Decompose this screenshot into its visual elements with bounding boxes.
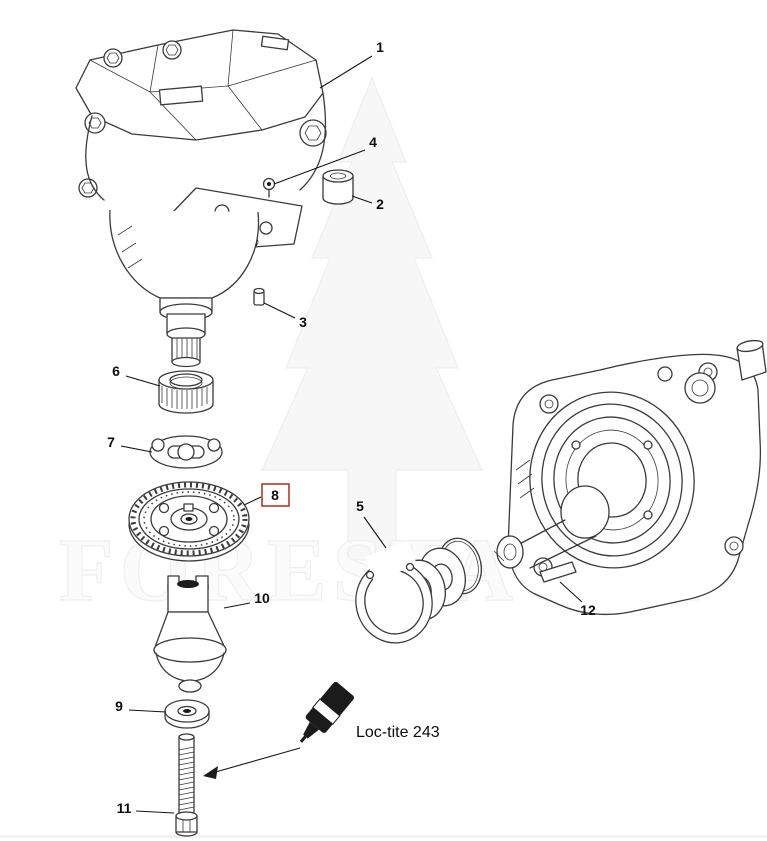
washer-part-9 (164, 699, 210, 729)
flange-hatching (515, 459, 535, 499)
coupler-part-10 (153, 575, 227, 693)
leader-line-5 (363, 516, 387, 549)
leader-line-3 (263, 302, 296, 319)
leader-line-11 (135, 810, 175, 814)
callout-12[interactable]: 12 (580, 602, 596, 618)
callout-2[interactable]: 2 (376, 196, 384, 212)
watermark-tree-icon (261, 76, 483, 561)
bushing-part-6 (158, 370, 214, 414)
callout-7[interactable]: 7 (107, 434, 115, 450)
snap-ring (355, 540, 433, 644)
callouts: 1 2 3 4 5 6 7 8 9 10 11 12 (107, 39, 596, 816)
callout-8[interactable]: 8 (271, 487, 279, 503)
retainer-plate-part-7 (149, 435, 223, 469)
plug-bolt-part-2 (322, 169, 354, 205)
callout-4[interactable]: 4 (369, 134, 377, 150)
pin-part-3 (253, 287, 265, 306)
seal-kit-part-5 (355, 537, 483, 644)
housing-name-plate (158, 85, 204, 106)
loctite-label: Loc-tite 243 (356, 724, 440, 741)
pulley-part-8 (128, 481, 250, 562)
callout-5[interactable]: 5 (356, 498, 364, 514)
loctite-annotation: Loc-tite 243 (203, 681, 440, 779)
callout-10[interactable]: 10 (254, 590, 270, 606)
leader-line-10 (223, 602, 251, 609)
loctite-arrow (211, 747, 301, 774)
bell-housing (109, 209, 260, 299)
callout-3[interactable]: 3 (299, 314, 307, 330)
pump-top-fittings (657, 339, 767, 404)
pump-face-rings (529, 391, 695, 569)
leader-line-7 (120, 445, 153, 453)
watermark-bottom-rule (0, 835, 767, 838)
callout-6[interactable]: 6 (112, 363, 120, 379)
pump-shaft (493, 485, 610, 569)
leader-line-4 (273, 149, 366, 185)
housing-hex-bolts (78, 40, 327, 198)
loctite-bottle-icon (299, 681, 355, 743)
pump-motor-assembly (493, 339, 767, 616)
set-screw-part-4 (262, 177, 276, 198)
leader-line-6 (125, 375, 161, 387)
leader-line-9 (128, 709, 167, 713)
callout-9[interactable]: 9 (115, 698, 123, 714)
shaft-key-part-12 (539, 561, 577, 583)
callout-1[interactable]: 1 (376, 39, 384, 55)
leader-line-2 (351, 195, 373, 204)
leader-line-1 (319, 55, 373, 89)
leader-line-8 (243, 496, 262, 506)
leader-line-12 (559, 581, 583, 603)
highlight-box-part-8[interactable] (261, 483, 290, 507)
loctite-arrowhead (203, 766, 218, 779)
output-shaft (159, 297, 213, 368)
bolt-part-11 (175, 733, 198, 837)
pump-housing-assembly (75, 29, 327, 368)
callout-11[interactable]: 11 (117, 800, 132, 816)
